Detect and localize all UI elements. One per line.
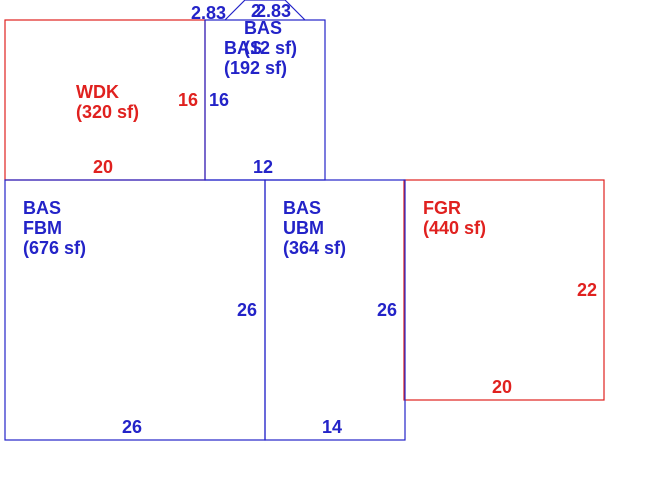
fgr-area: (440 sf) [423,218,487,238]
roof-mid-dim: 2 [251,1,262,21]
fgr-outline [403,179,605,401]
fgr-side-dim: 22 [577,280,598,300]
bas-top-side-dim: 16 [209,90,230,110]
bas-top-area: (192 sf) [224,58,288,78]
fbm-bottom-dim: 26 [122,417,143,437]
wdk-bottom-dim: 20 [93,157,114,177]
ubm-outline [264,179,406,441]
fbm-side-dim: 26 [237,300,258,320]
wdk-side-dim: 16 [178,90,199,110]
bas-top-bottom-dim: 12 [253,157,274,177]
bas-bay-code: BAS [244,18,283,38]
bas-bay-area: (12 sf) [244,38,298,58]
ubm-area: (364 sf) [283,238,347,258]
ubm-bottom-dim: 14 [322,417,343,437]
fbm-sub: FBM [23,218,62,238]
bas-top-code: BAS [224,38,263,58]
ubm-side-dim: 26 [377,300,398,320]
ubm-code: BAS [283,198,322,218]
fbm-area: (676 sf) [23,238,87,258]
fgr-bottom-dim: 20 [492,377,513,397]
roof-right-dim: 2.83 [256,1,292,21]
wdk-code: WDK [76,82,119,102]
bay-outline [224,0,306,21]
fgr-code: FGR [423,198,461,218]
ubm-sub: UBM [283,218,324,238]
roof-left-dim: 2.83 [191,3,227,23]
wdk-area: (320 sf) [76,102,140,122]
fbm-code: BAS [23,198,62,218]
